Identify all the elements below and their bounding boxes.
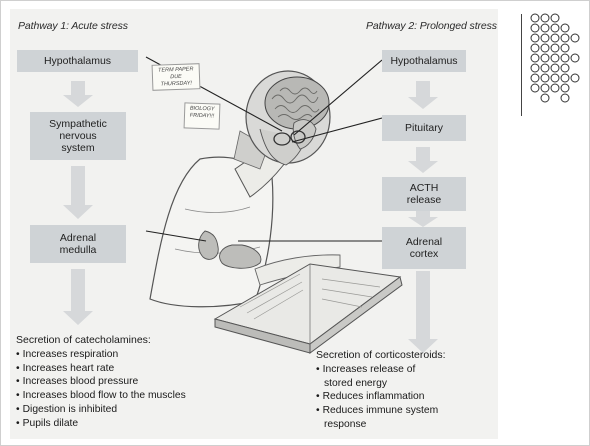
- p2-hypothalamus-box: Hypothalamus: [382, 50, 466, 72]
- catecholamines-title: Secretion of catecholamines:: [16, 334, 236, 348]
- effect-item: Increases heart rate: [16, 362, 236, 376]
- corticosteroids-title: Secretion of corticosteroids:: [316, 349, 466, 363]
- effect-item: Increases blood flow to the muscles: [16, 389, 236, 403]
- stress-pathways-figure: TERM PAPER DUE THURSDAY! BIOLOGY FRIDAY!…: [10, 9, 498, 439]
- p1-hypothalamus-box: Hypothalamus: [17, 50, 138, 72]
- effect-item: Pupils dilate: [16, 417, 236, 431]
- effect-item: Increases respiration: [16, 348, 236, 362]
- p2-pituitary-box: Pituitary: [382, 115, 466, 141]
- effect-item: Reduces inflammation: [316, 390, 466, 404]
- corticosteroids-effects: Secretion of corticosteroids: Increases …: [316, 349, 466, 432]
- arrow-p1-3: [63, 269, 93, 325]
- p1-sympathetic-nervous-system-box: Sympathetic nervous system: [30, 112, 126, 160]
- arrow-p1-1: [63, 81, 93, 107]
- theme-circles-decoration: [520, 12, 582, 104]
- p2-adrenal-cortex-box: Adrenal cortex: [382, 227, 466, 269]
- sticky-note-term-paper: TERM PAPER DUE THURSDAY!: [152, 63, 201, 91]
- arrow-p2-4: [408, 271, 438, 353]
- p1-adrenal-medulla-box: Adrenal medulla: [30, 225, 126, 263]
- sticky-note-biology: BIOLOGY FRIDAY!!!: [184, 102, 221, 129]
- pathway1-heading: Pathway 1: Acute stress: [18, 20, 128, 32]
- p2-acth-release-box: ACTH release: [382, 177, 466, 211]
- effect-item: Reduces immune system response: [316, 404, 460, 432]
- arrow-p2-1: [408, 81, 438, 109]
- effect-item: Increases blood pressure: [16, 375, 236, 389]
- arrow-p1-2: [63, 166, 93, 219]
- effect-item: Increases release of stored energy: [316, 363, 428, 391]
- arrow-p2-2: [408, 147, 438, 173]
- effect-item: Digestion is inhibited: [16, 403, 236, 417]
- catecholamines-effects: Secretion of catecholamines: Increases r…: [16, 334, 236, 431]
- pathway2-heading: Pathway 2: Prolonged stress: [366, 20, 497, 32]
